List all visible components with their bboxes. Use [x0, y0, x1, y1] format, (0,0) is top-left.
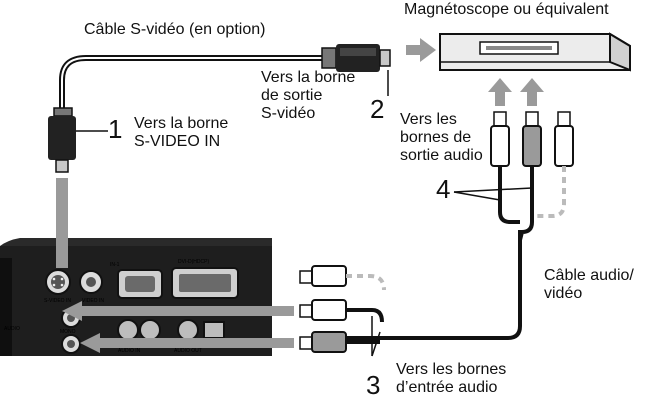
callout-1: 1	[108, 114, 123, 144]
arrow-up-icon	[488, 78, 544, 106]
audio-in-label-1: Vers les bornes	[396, 361, 507, 378]
audio-out-label-3: sortie audio	[400, 147, 483, 164]
svideo-out-label-1: Vers la borne	[261, 69, 356, 86]
projector-panel: S-VIDEO IN VIDEO IN DVI-D(HDCP) IN-1 AUD…	[0, 238, 272, 356]
svideo-in-label-2: S-VIDEO IN	[134, 133, 221, 150]
rca-plugs-vcr	[490, 111, 574, 241]
arrow-right-icon	[406, 38, 436, 62]
panel-label-video-in: VIDEO IN	[82, 298, 104, 304]
panel-label-audio: AUDIO	[4, 326, 20, 332]
callout-2: 2	[370, 94, 385, 124]
panel-label-audio-out: AUDIO OUT	[174, 348, 202, 354]
av-cable-label-2: vidéo	[544, 285, 583, 302]
arrow-left-icon	[62, 301, 294, 353]
rca-plugs-projector	[299, 265, 386, 353]
audio-out-label-1: Vers les	[400, 111, 457, 128]
audio-in-ports	[61, 308, 225, 354]
svideo-in-port	[45, 269, 71, 295]
panel-label-in1: IN-1	[110, 262, 120, 268]
svideo-cable-label: Câble S-vidéo (en option)	[84, 21, 266, 38]
panel-label-mono: MONO	[60, 329, 76, 335]
callout-4: 4	[436, 174, 451, 204]
dvi-port	[171, 267, 239, 299]
svideo-out-label-3: S-vidéo	[261, 105, 316, 122]
panel-label-dvi: DVI-D(HDCP)	[178, 259, 209, 265]
svideo-out-label-2: de sortie	[261, 87, 323, 104]
svideo-in-label-1: Vers la borne	[134, 115, 229, 132]
svideo-cable	[48, 44, 391, 173]
video-in-port	[79, 270, 103, 294]
arrow-down-icon	[56, 178, 68, 268]
vcr-device	[439, 32, 631, 72]
av-cable	[330, 230, 522, 340]
panel-label-audio-in: AUDIO IN	[118, 348, 141, 354]
audio-in-label-2: d’entrée audio	[396, 379, 498, 396]
pointer-lines	[76, 70, 533, 357]
callout-3: 3	[366, 370, 381, 400]
vcr-label: Magnétoscope ou équivalent	[404, 1, 609, 18]
arrows	[56, 38, 544, 353]
audio-out-label-2: bornes de	[400, 129, 472, 146]
vga-port	[117, 269, 163, 299]
panel-label-svideo-in: S-VIDEO IN	[44, 298, 71, 304]
av-cable-label-1: Câble audio/	[544, 267, 634, 284]
